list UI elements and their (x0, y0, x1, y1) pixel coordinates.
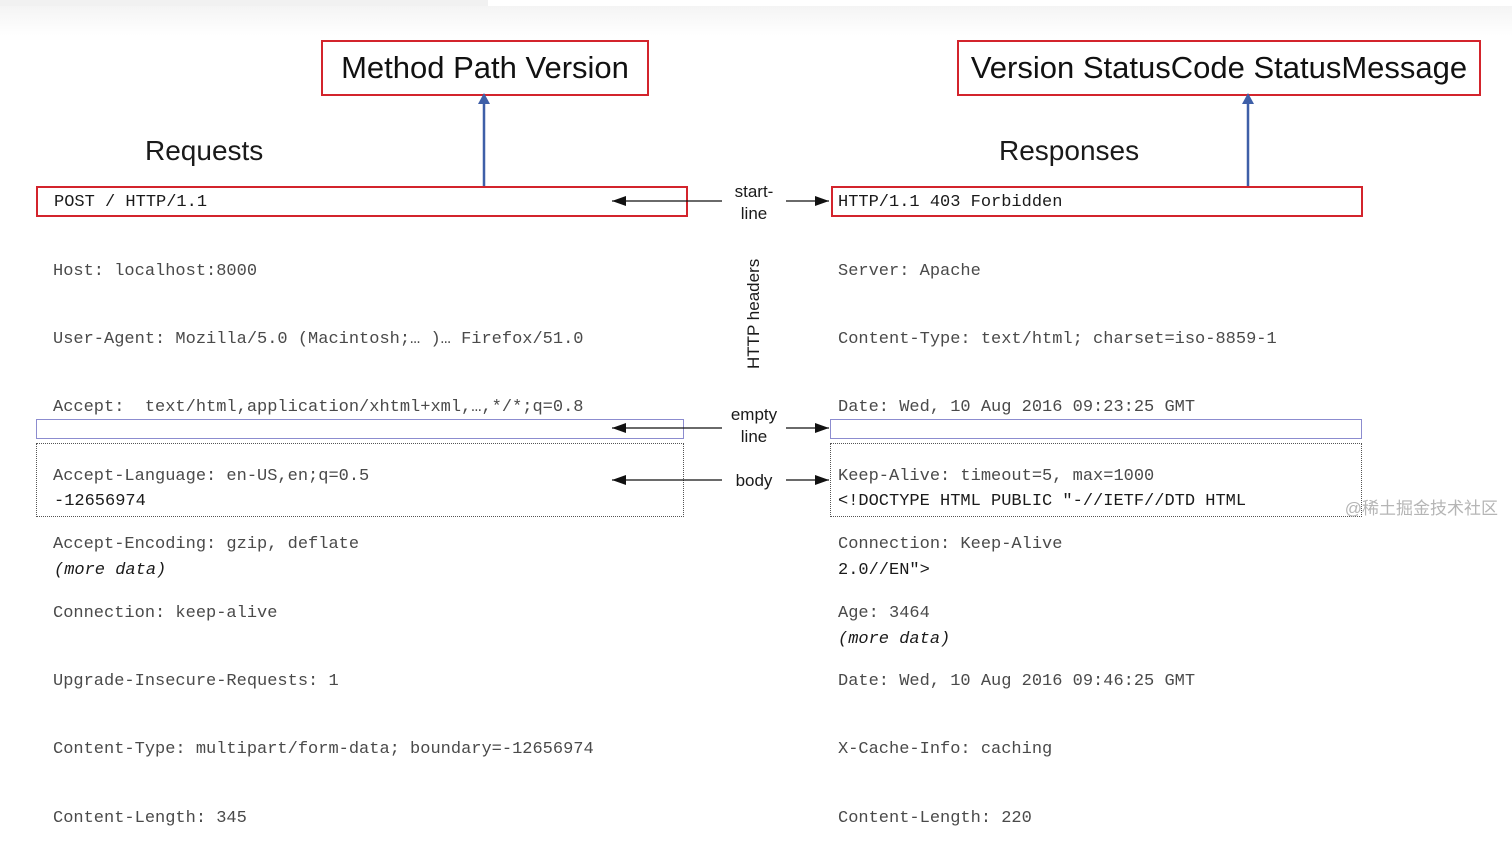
empty-line-label-line: empty (730, 405, 778, 424)
request-body-more: (more data) (54, 561, 167, 580)
request-header-line: Host: localhost:8000 (53, 261, 258, 281)
request-header-line: Upgrade-Insecure-Requests: 1 (53, 671, 339, 691)
response-body-more: (more data) (838, 630, 951, 649)
response-start-line-label: Version StatusCode StatusMessage (957, 40, 1481, 96)
request-start-line-label: Method Path Version (321, 40, 649, 96)
response-body-line: <!DOCTYPE HTML PUBLIC "-//IETF//DTD HTML (838, 492, 1247, 511)
response-header-line: Date: Wed, 10 Aug 2016 09:23:25 GMT (838, 398, 1196, 418)
start-line-label-line: start- (734, 182, 774, 201)
request-header-line: Content-Type: multipart/form-data; bound… (53, 740, 594, 760)
shadow-band (0, 6, 1512, 36)
request-start-line: POST / HTTP/1.1 (54, 193, 208, 212)
request-header-line: Content-Length: 345 (53, 808, 247, 828)
response-body-line: 2.0//EN"> (838, 561, 930, 580)
empty-line-label-line: line (740, 427, 768, 446)
body-label: body (735, 471, 773, 490)
response-header-line: Content-Length: 220 (838, 808, 1032, 828)
watermark-text: @稀土掘金技术社区 (1344, 499, 1498, 518)
request-body-line: -12656974 (54, 492, 146, 511)
request-label-arrowhead (478, 93, 490, 104)
response-label-arrowhead (1242, 93, 1254, 104)
body-arrowhead-right (815, 475, 829, 485)
responses-heading: Responses (999, 135, 1140, 166)
response-header-line: Content-Type: text/html; charset=iso-885… (838, 329, 1277, 349)
body-arrowhead-left (612, 475, 626, 485)
start-line-arrowhead-right (815, 196, 829, 206)
response-header-line: Keep-Alive: timeout=5, max=1000 (838, 466, 1155, 486)
request-header-line: Accept-Language: en-US,en;q=0.5 (53, 466, 370, 486)
response-header-line: Date: Wed, 10 Aug 2016 09:46:25 GMT (838, 671, 1196, 691)
response-empty-line-box (830, 419, 1362, 439)
request-header-line: Connection: keep-alive (53, 603, 278, 623)
response-header-line: X-Cache-Info: caching (838, 740, 1053, 760)
response-start-line: HTTP/1.1 403 Forbidden (838, 193, 1063, 212)
empty-line-arrowhead-right (815, 423, 829, 433)
request-header-line: User-Agent: Mozilla/5.0 (Macintosh;… )… … (53, 329, 584, 349)
request-empty-line-box (36, 419, 684, 439)
response-start-line-box (831, 186, 1363, 217)
empty-line-arrowhead-left (612, 423, 626, 433)
response-body-box (830, 443, 1362, 517)
start-line-arrowhead-left (612, 196, 626, 206)
start-line-label: start- line (722, 181, 786, 225)
empty-line-label: empty line (722, 404, 786, 448)
watermark: @稀土掘金技术社区 (1345, 494, 1498, 519)
start-line-label-line: line (740, 204, 768, 223)
arrows-layer (478, 93, 1254, 485)
response-header-line: Server: Apache (838, 261, 981, 281)
request-header-line: Accept: text/html,application/xhtml+xml,… (53, 398, 584, 418)
requests-heading: Requests (145, 135, 264, 166)
